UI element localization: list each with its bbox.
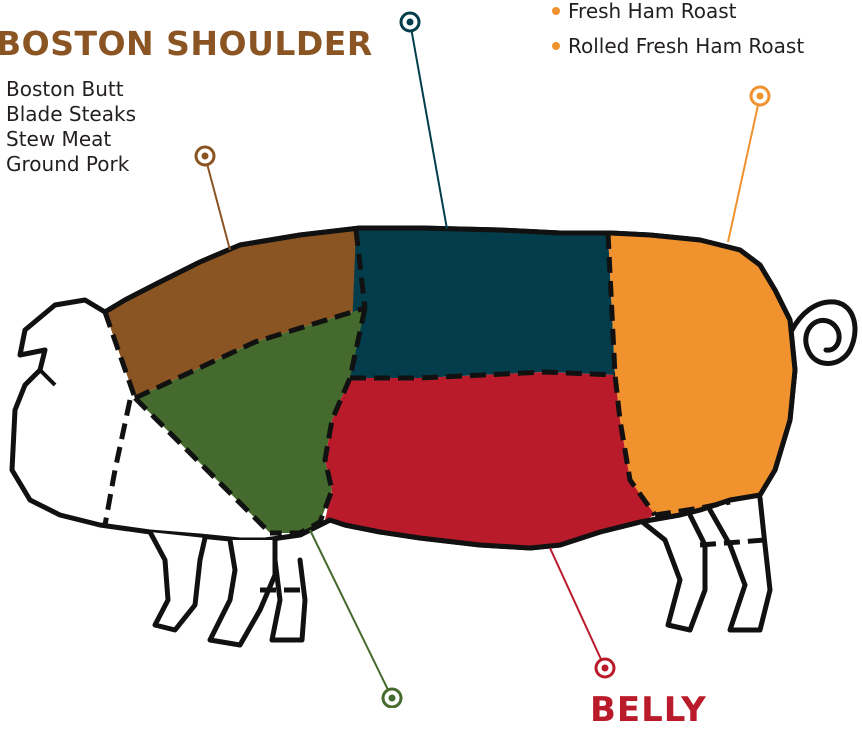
list-item: Blade Steaks bbox=[6, 102, 136, 127]
belly-title: BELLY bbox=[590, 690, 707, 730]
tail bbox=[792, 302, 855, 364]
list-item: Ground Pork bbox=[6, 152, 136, 177]
list-item: Fresh Ham Roast bbox=[552, 0, 804, 29]
boston-shoulder-title: BOSTON SHOULDER bbox=[0, 24, 373, 63]
list-item: Stew Meat bbox=[6, 127, 136, 152]
callout-picnic bbox=[310, 530, 401, 707]
boston-shoulder-cuts-list: Boston Butt Blade Steaks Stew Meat Groun… bbox=[6, 77, 136, 177]
callout-loin bbox=[401, 13, 447, 229]
callout-belly bbox=[550, 548, 614, 677]
callout-shoulder bbox=[196, 147, 230, 250]
callout-ham bbox=[728, 87, 769, 242]
region-belly[interactable] bbox=[325, 372, 655, 548]
ham-cuts-list: Fresh Ham Roast Rolled Fresh Ham Roast bbox=[552, 0, 804, 64]
region-loin[interactable] bbox=[350, 228, 615, 378]
list-item: Boston Butt bbox=[6, 77, 136, 102]
list-item: Rolled Fresh Ham Roast bbox=[552, 29, 804, 64]
